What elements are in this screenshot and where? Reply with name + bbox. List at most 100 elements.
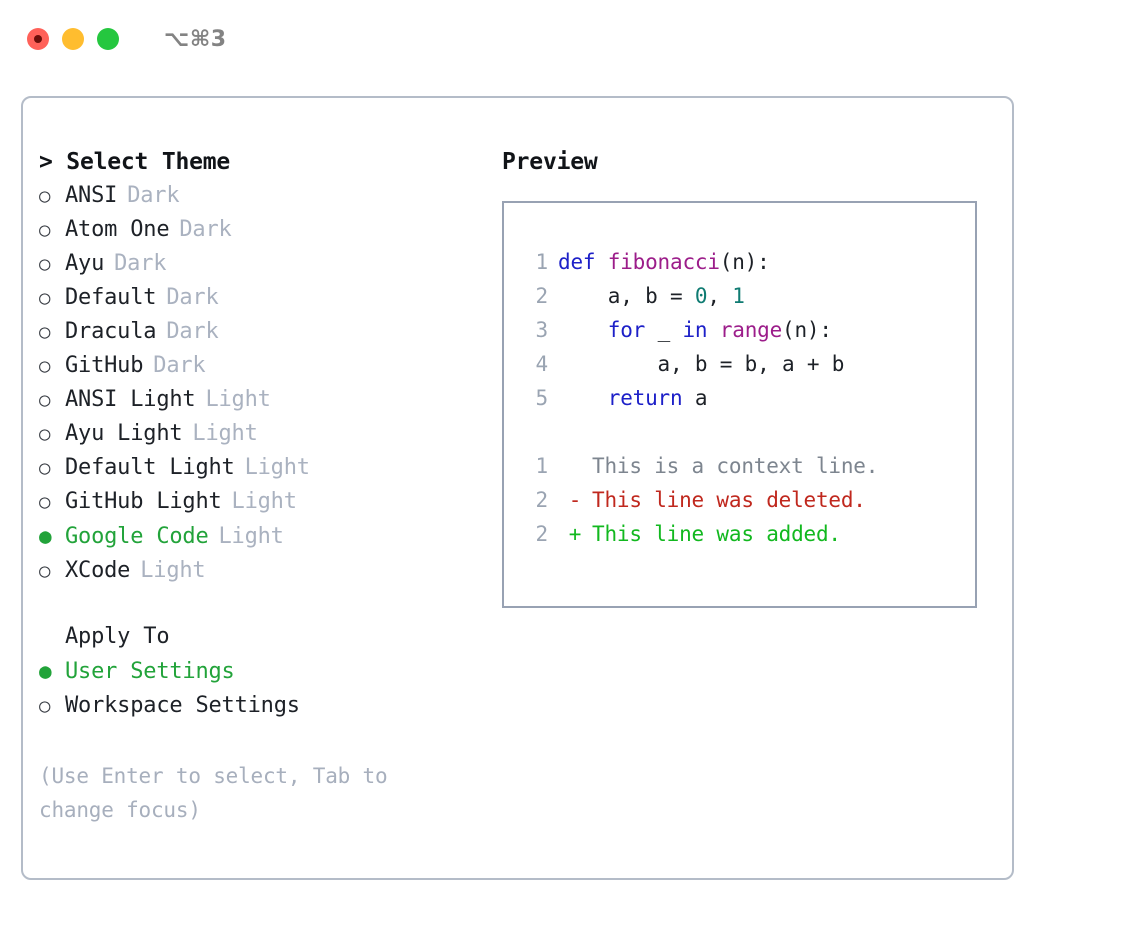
close-icon	[34, 35, 42, 43]
apply-to-option-user-settings[interactable]: ● User Settings	[39, 654, 499, 689]
code-token-num: 1	[732, 284, 745, 308]
diff-line-number: 2	[535, 488, 549, 512]
diff-line-number: 1	[535, 454, 549, 478]
code-token-plain: a, b = b, a + b	[558, 352, 845, 376]
code-line-content: def fibonacci(n):	[558, 245, 770, 279]
apply-to-option-label: User Settings	[65, 659, 235, 684]
radio-selected-icon: ●	[39, 524, 52, 548]
code-token-kw: in	[682, 318, 708, 342]
radio-unselected-icon: ○	[39, 219, 51, 241]
theme-option-label: ANSI	[65, 183, 118, 208]
theme-option-label: Atom One	[65, 217, 170, 242]
code-line-content: return a	[558, 381, 708, 415]
theme-variant-badge: Light	[218, 524, 284, 549]
diff-line-content: This is a context line.	[592, 454, 879, 478]
maximize-button[interactable]	[97, 28, 119, 50]
select-theme-header: > Select Theme	[39, 149, 231, 175]
theme-variant-badge: Dark	[114, 251, 167, 276]
radio-unselected-icon: ○	[39, 287, 51, 309]
radio-unselected-icon: ○	[39, 457, 51, 479]
code-token-plain: ,	[707, 284, 733, 308]
theme-variant-badge: Dark	[166, 285, 219, 310]
theme-variant-badge: Dark	[166, 319, 219, 344]
close-button[interactable]	[27, 28, 49, 50]
apply-to-option-list: ● User Settings ○ Workspace Settings	[39, 654, 499, 723]
theme-option-ansi[interactable]: ○ ANSI Dark	[39, 179, 499, 213]
apply-to-option-workspace-settings[interactable]: ○ Workspace Settings	[39, 689, 499, 723]
radio-selected-icon: ●	[39, 659, 52, 683]
theme-option-google-code[interactable]: ● Google Code Light	[39, 519, 499, 554]
theme-option-ansi-light[interactable]: ○ ANSI Light Light	[39, 383, 499, 417]
theme-variant-badge: Light	[205, 387, 271, 412]
preview-title: Preview	[502, 149, 598, 175]
code-token-plain: a	[682, 386, 708, 410]
theme-option-default[interactable]: ○ Default Dark	[39, 281, 499, 315]
theme-variant-badge: Light	[192, 421, 258, 446]
minimize-button[interactable]	[62, 28, 84, 50]
radio-unselected-icon: ○	[39, 185, 51, 207]
radio-unselected-icon: ○	[39, 355, 51, 377]
theme-option-default-light[interactable]: ○ Default Light Light	[39, 451, 499, 485]
code-token-plain	[558, 318, 608, 342]
keyboard-shortcut-label: ⌥⌘3	[164, 26, 227, 52]
theme-option-label: Ayu Light	[65, 421, 183, 446]
code-token-plain: (n):	[782, 318, 832, 342]
theme-option-label: Default	[65, 285, 157, 310]
theme-option-label: Default Light	[65, 455, 235, 480]
code-line: 2 a, b = 0, 1	[504, 279, 975, 313]
code-token-plain: _	[645, 318, 683, 342]
theme-variant-badge: Light	[231, 489, 297, 514]
diff-line-ctx: 1 This is a context line.	[504, 449, 975, 483]
code-token-plain: a, b =	[558, 284, 695, 308]
apply-to-header: Apply To	[65, 624, 170, 649]
diff-line-content: This line was deleted.	[592, 488, 866, 512]
theme-variant-badge: Dark	[127, 183, 180, 208]
theme-option-dracula[interactable]: ○ Dracula Dark	[39, 315, 499, 349]
diff-line-number: 2	[535, 522, 549, 546]
code-line-number: 4	[535, 352, 549, 376]
radio-unselected-icon: ○	[39, 253, 51, 275]
window-controls	[27, 28, 119, 50]
code-line: 4 a, b = b, a + b	[504, 347, 975, 381]
title-bar: ⌥⌘3	[0, 0, 1140, 78]
radio-unselected-icon: ○	[39, 321, 51, 343]
theme-option-ayu[interactable]: ○ Ayu Dark	[39, 247, 499, 281]
code-line-number: 5	[535, 386, 549, 410]
diff-marker	[558, 449, 592, 483]
theme-option-label: GitHub Light	[65, 489, 222, 514]
theme-variant-badge: Dark	[179, 217, 232, 242]
theme-option-label: ANSI Light	[65, 387, 196, 412]
code-token-kw: for	[607, 318, 646, 342]
code-line-content: for _ in range(n):	[558, 313, 832, 347]
theme-variant-badge: Light	[244, 455, 310, 480]
apply-to-option-label: Workspace Settings	[65, 693, 300, 718]
theme-option-ayu-light[interactable]: ○ Ayu Light Light	[39, 417, 499, 451]
code-line: 3 for _ in range(n):	[504, 313, 975, 347]
code-token-fn: fibonacci	[607, 250, 720, 274]
theme-option-label: Dracula	[65, 319, 157, 344]
diff-line-add: 2+This line was added.	[504, 517, 975, 551]
theme-variant-badge: Light	[140, 558, 206, 583]
theme-option-label: Ayu	[65, 251, 105, 276]
theme-option-atom-one[interactable]: ○ Atom One Dark	[39, 213, 499, 247]
diff-line-del: 2-This line was deleted.	[504, 483, 975, 517]
code-token-fn: range	[719, 318, 783, 342]
theme-option-label: Google Code	[65, 524, 209, 549]
code-line-content: a, b = 0, 1	[558, 279, 745, 313]
radio-unselected-icon: ○	[39, 695, 51, 717]
code-token-plain	[558, 386, 608, 410]
radio-unselected-icon: ○	[39, 423, 51, 445]
radio-unselected-icon: ○	[39, 389, 51, 411]
diff-sample: 1 This is a context line. 2-This line was …	[504, 449, 975, 551]
code-line-number: 2	[535, 284, 549, 308]
